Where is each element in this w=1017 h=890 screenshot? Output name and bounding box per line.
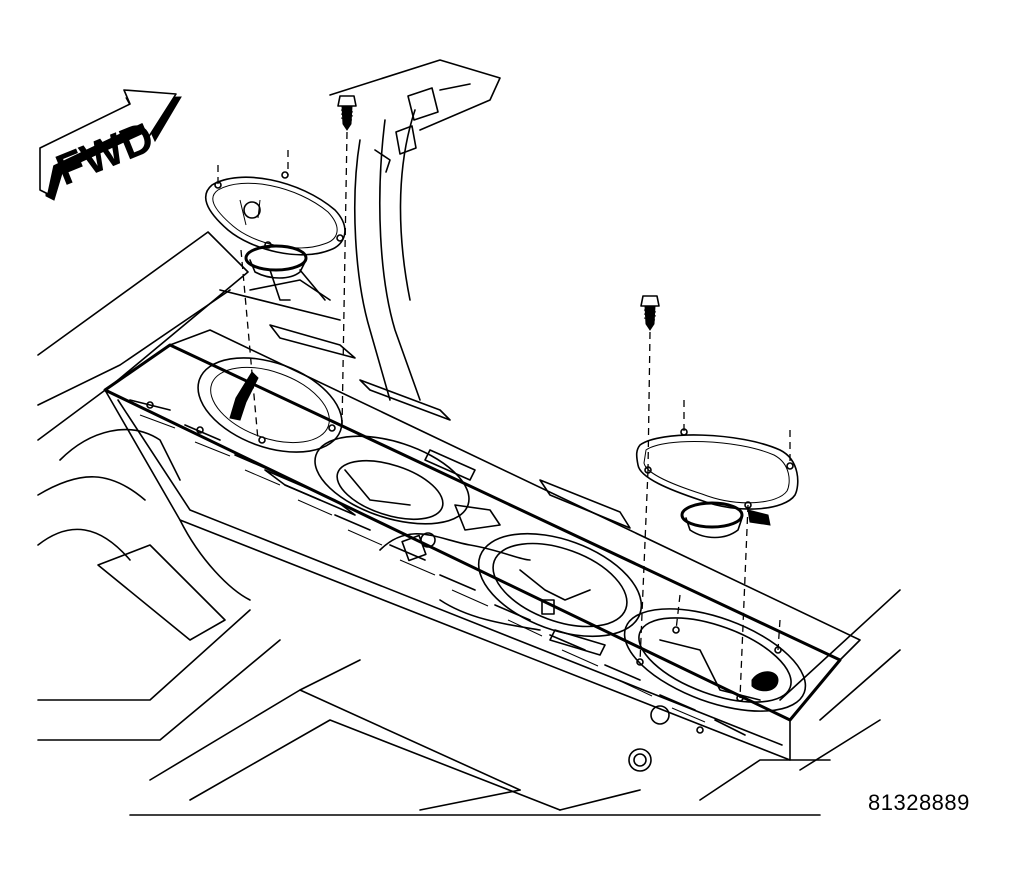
forward-arrow-icon: FWD [39,89,182,201]
screw-icon [337,95,357,131]
speaker-icon [204,171,346,279]
vehicle-body-outline [37,59,901,816]
center-opening [314,435,470,525]
speaker-icon [635,428,799,539]
center-speaker-opening [379,532,643,638]
screw-icon [640,295,660,331]
right-speaker-opening [623,608,807,712]
alignment-lines [217,131,791,699]
figure-number: 81328889 [868,790,970,815]
